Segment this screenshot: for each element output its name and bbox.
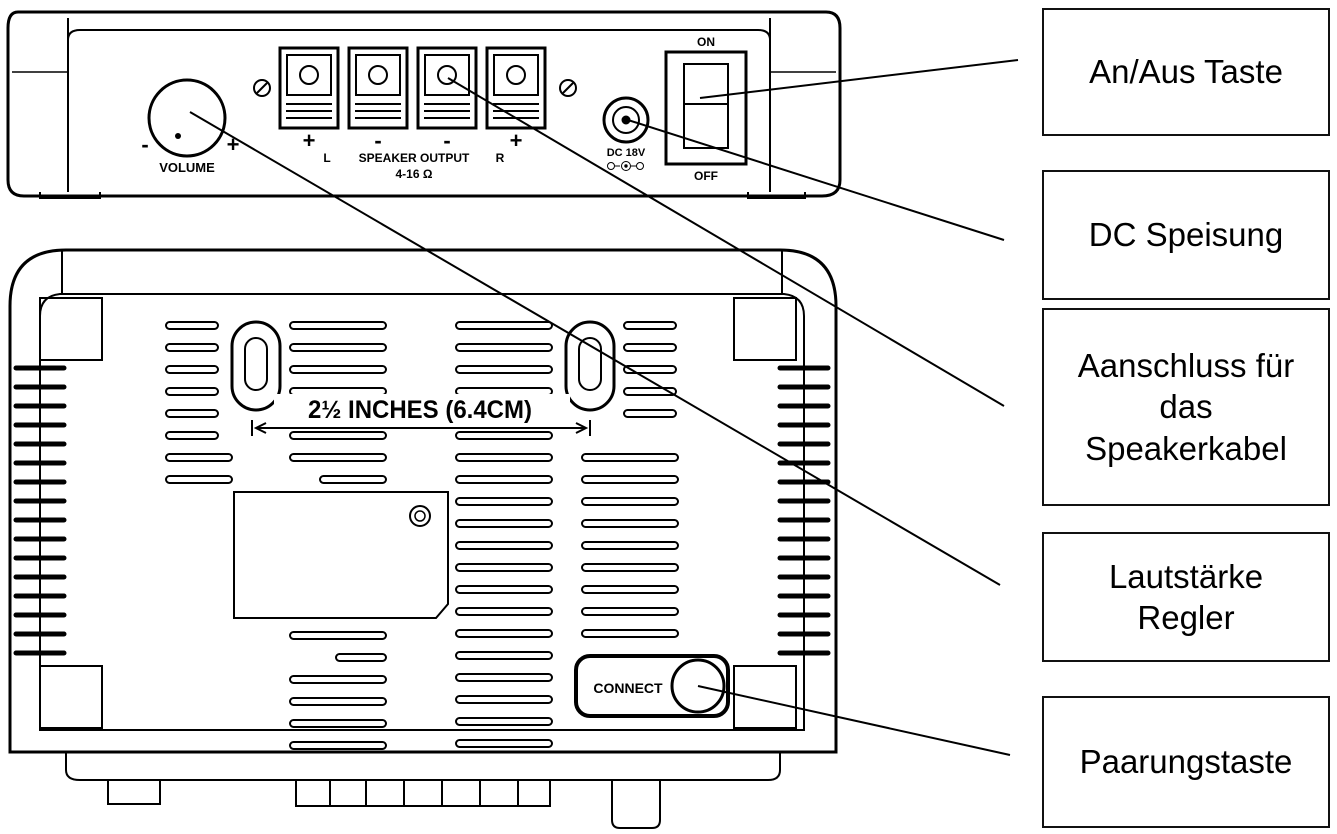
volume-knob[interactable]	[147, 78, 227, 158]
callout-volume-line-2: Regler	[1137, 599, 1235, 636]
right-channel-label: R	[496, 151, 505, 165]
dc-power-jack[interactable]	[602, 96, 650, 144]
spacing-label-bg	[274, 394, 570, 422]
callout-speaker-line-1: Aanschluss für	[1077, 347, 1295, 385]
volume-label: VOLUME	[159, 160, 215, 175]
screw-left	[253, 79, 271, 97]
screw-right	[559, 79, 577, 97]
speaker-output-terminals[interactable]	[278, 46, 547, 130]
leader-line-dc	[627, 119, 1005, 241]
leader-line-pairing	[697, 685, 1011, 756]
callout-speaker-line-3: Speakerkabel	[1085, 429, 1287, 467]
keyhole-mount-left	[230, 320, 282, 412]
off-label: OFF	[694, 169, 718, 183]
callout-power-line-1: An/Aus Taste	[1089, 53, 1283, 91]
callout-power-button: An/Aus Taste	[1042, 8, 1330, 136]
terminal-sign-4: +	[510, 128, 523, 153]
spacing-label: 2½ INCHES (6.4CM)	[308, 396, 532, 424]
spacing-dimension-line	[251, 420, 591, 436]
terminal-sign-2: -	[374, 128, 381, 153]
callout-speaker-line-2: das	[1159, 388, 1213, 426]
leader-line-volume	[189, 111, 1001, 586]
callout-volume-line-1: Lautstärke	[1108, 557, 1264, 595]
terminal-sign-3: -	[443, 128, 450, 153]
callout-dc-supply: DC Speisung	[1042, 170, 1330, 300]
volume-minus-label: -	[141, 132, 148, 157]
leader-line-speaker	[447, 77, 1005, 407]
volume-plus-label: +	[227, 132, 240, 157]
label-plate	[233, 491, 449, 619]
terminal-sign-1: +	[303, 128, 316, 153]
on-label: ON	[697, 35, 715, 49]
connect-label: CONNECT	[593, 680, 663, 696]
side-ridges	[13, 365, 831, 656]
leader-line-power	[699, 59, 1019, 99]
left-channel-label: L	[323, 151, 330, 165]
callout-pairing-line-1: Paarungstaste	[1079, 743, 1293, 781]
callout-volume-control: Lautstärke Regler	[1042, 532, 1330, 662]
connect-button[interactable]	[574, 654, 730, 718]
dc-label: DC 18V	[607, 147, 646, 159]
callout-pairing-button: Paarungstaste	[1042, 696, 1330, 828]
speaker-output-label: SPEAKER OUTPUT	[359, 151, 470, 165]
impedance-label: 4-16 Ω	[396, 167, 433, 181]
vent-slots	[165, 321, 679, 750]
keyhole-mount-right	[564, 320, 616, 412]
power-switch[interactable]	[664, 50, 748, 166]
callout-speaker-cable: Aanschluss für das Speakerkabel	[1042, 308, 1330, 506]
callout-dc-line-1: DC Speisung	[1088, 216, 1284, 254]
polarity-icon	[607, 161, 644, 171]
leader-lines	[189, 59, 1019, 756]
